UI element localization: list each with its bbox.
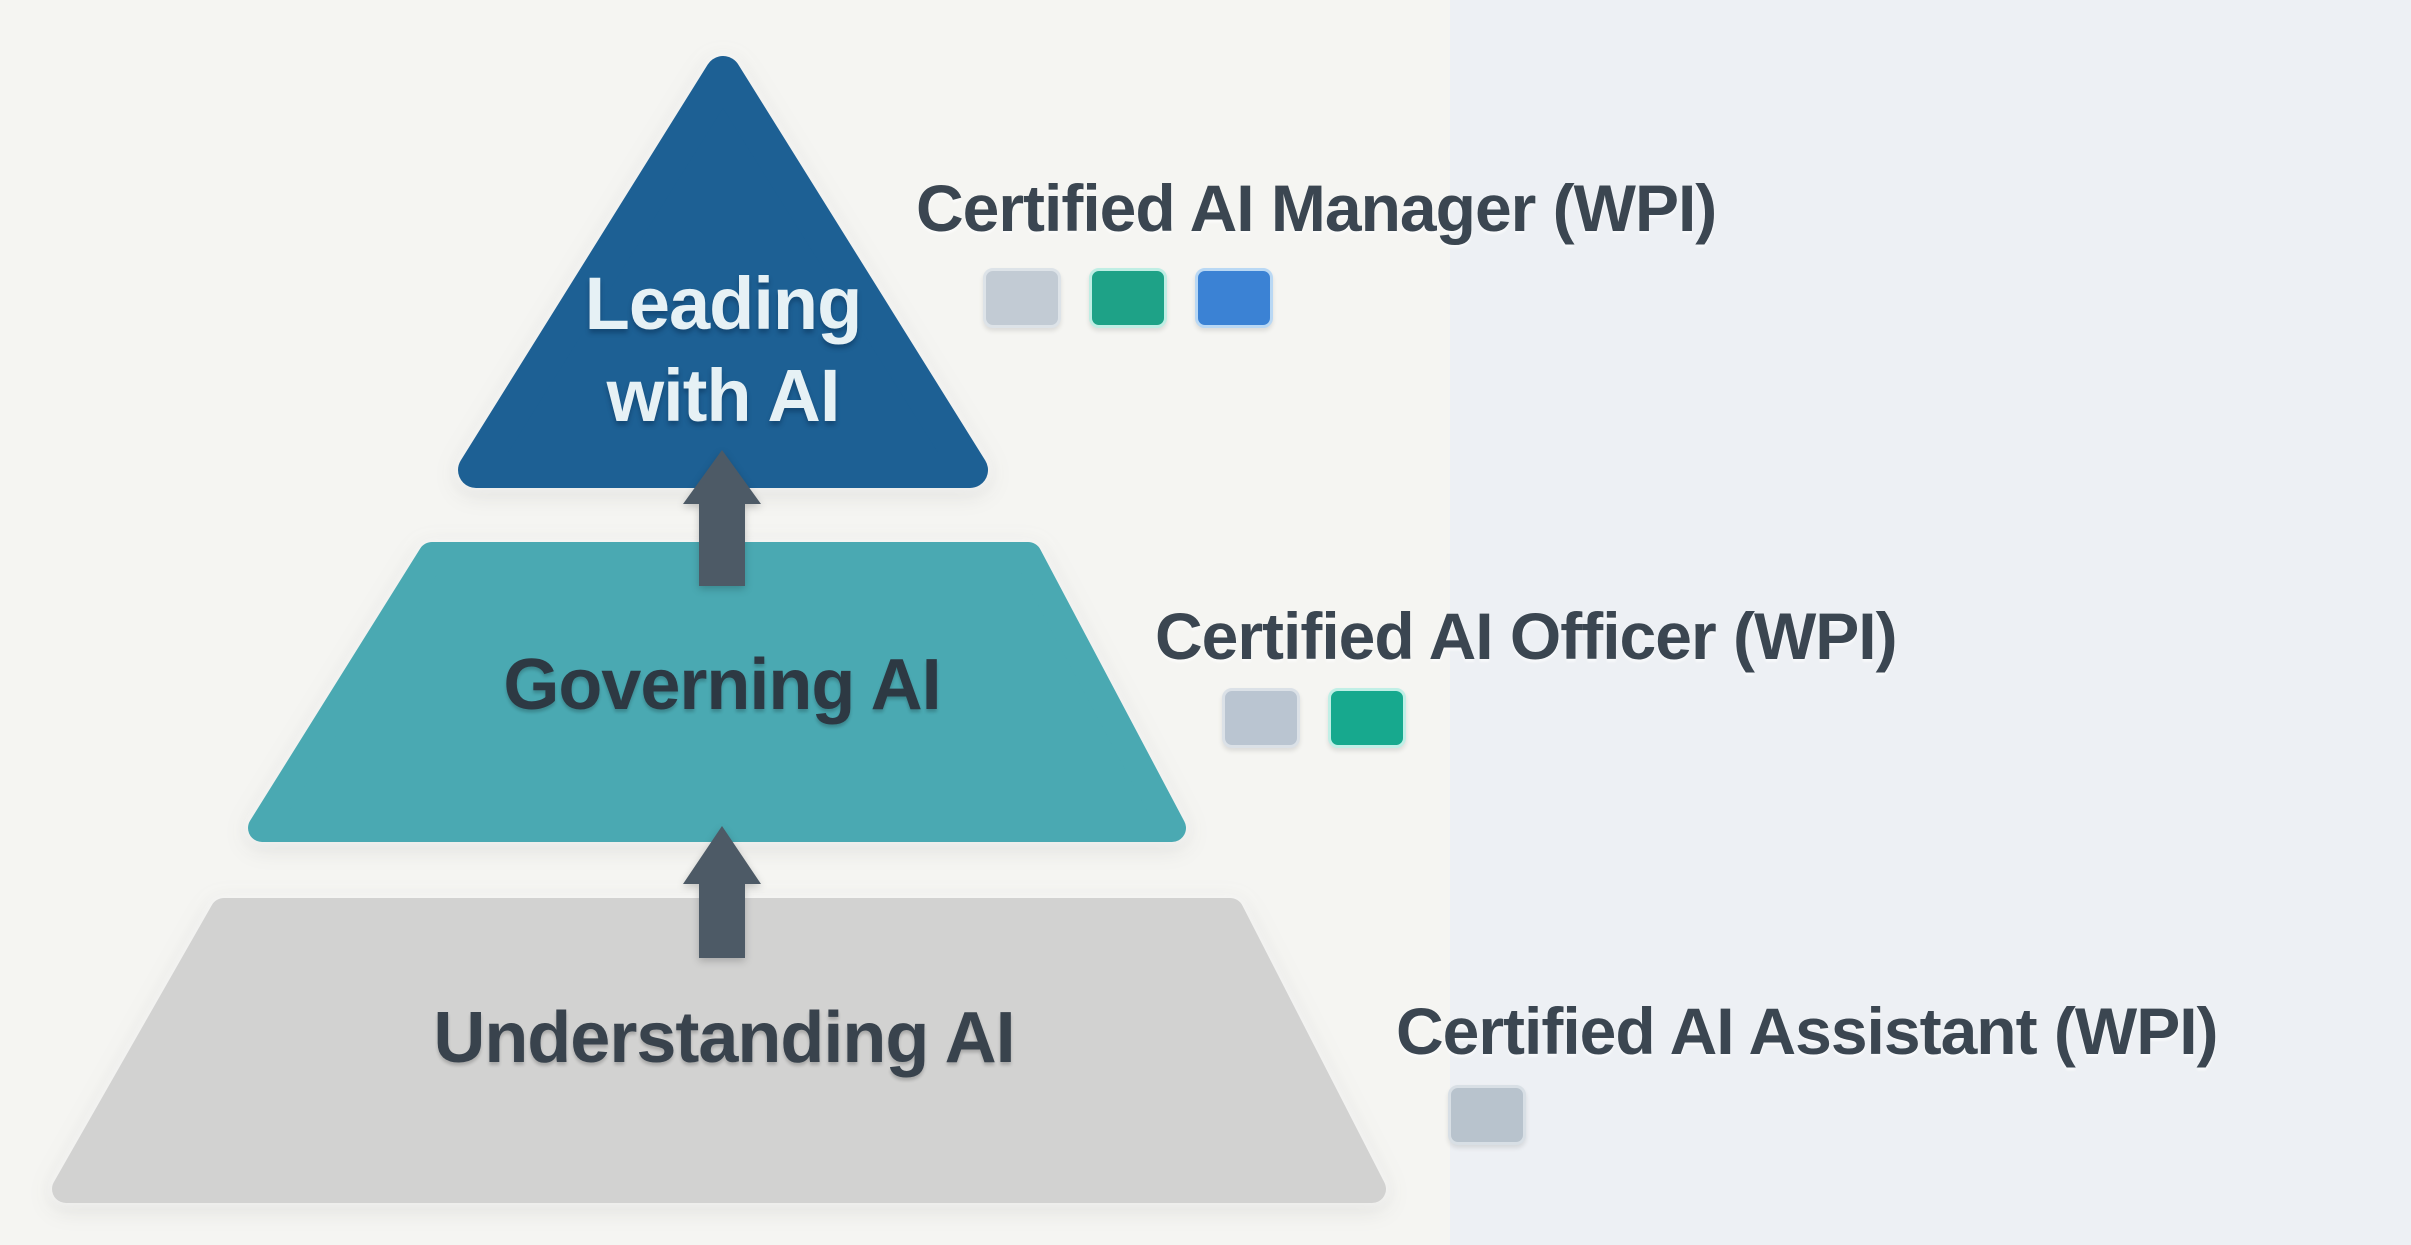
governing-ai-label: Governing AI <box>503 645 941 725</box>
badge-neutral-icon <box>983 268 1061 328</box>
badge-neutral-icon <box>1222 688 1300 748</box>
badge-green-icon <box>1328 688 1406 748</box>
leading-with-ai-label-line1: Leading <box>584 262 863 345</box>
officer-badge-row <box>1222 688 1406 748</box>
leading-with-ai-label: Leading with AI <box>423 258 1023 442</box>
background-right-panel <box>1450 0 2411 1245</box>
leading-with-ai-label-line2: with AI <box>606 354 841 437</box>
manager-badge-row <box>983 268 1273 328</box>
certified-ai-assistant-label: Certified AI Assistant (WPI) <box>1396 994 2219 1068</box>
understanding-ai-label: Understanding AI <box>433 998 1015 1078</box>
badge-green-icon <box>1089 268 1167 328</box>
assistant-badge-row <box>1448 1085 1526 1145</box>
up-arrow-icon <box>683 450 761 586</box>
certified-ai-manager-label: Certified AI Manager (WPI) <box>916 171 1717 245</box>
badge-neutral-icon <box>1448 1085 1526 1145</box>
badge-blue-icon <box>1195 268 1273 328</box>
up-arrow-icon <box>683 826 761 958</box>
understanding-ai-shape <box>52 898 1386 1203</box>
governing-ai-shape <box>248 542 1186 842</box>
certified-ai-officer-label: Certified AI Officer (WPI) <box>1155 599 1898 673</box>
